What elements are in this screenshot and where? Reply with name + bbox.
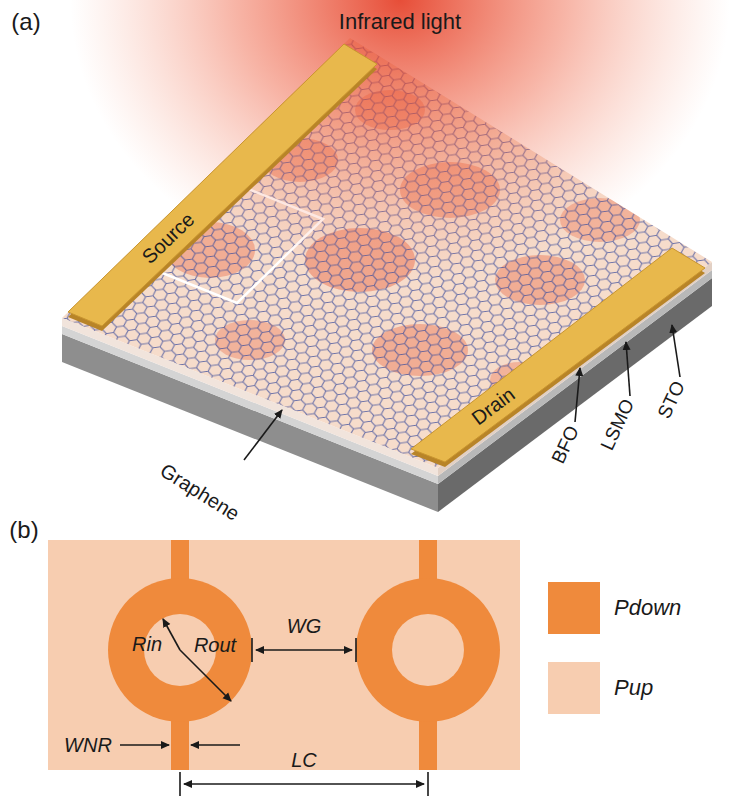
nanoribbon-rings <box>108 540 500 770</box>
dimension-label: WNR <box>64 734 112 756</box>
dimension-label: Rout <box>194 634 236 656</box>
legend-swatch <box>548 662 600 714</box>
electrode-shape <box>66 42 379 334</box>
p-up-region <box>48 540 520 770</box>
source-electrode: Source <box>66 42 379 334</box>
legend-label: Pup <box>614 676 653 700</box>
legend-label: Pdown <box>614 596 681 620</box>
material-label: Graphene <box>156 459 243 525</box>
panel-label: (b) <box>9 517 38 543</box>
ring-holes <box>144 614 464 686</box>
dimension-label: LC <box>291 749 317 771</box>
legend-swatch <box>548 582 600 634</box>
panel-label: (a) <box>11 9 40 35</box>
dimension-label: Rin <box>132 633 162 655</box>
light-label: Infrared light <box>339 10 461 34</box>
layer-label: BFO <box>548 423 583 467</box>
dimension-arrows <box>120 619 428 796</box>
layer-label: STO <box>654 378 689 422</box>
layer-label: LSMO <box>597 396 639 454</box>
dimension-label: WG <box>287 615 321 637</box>
